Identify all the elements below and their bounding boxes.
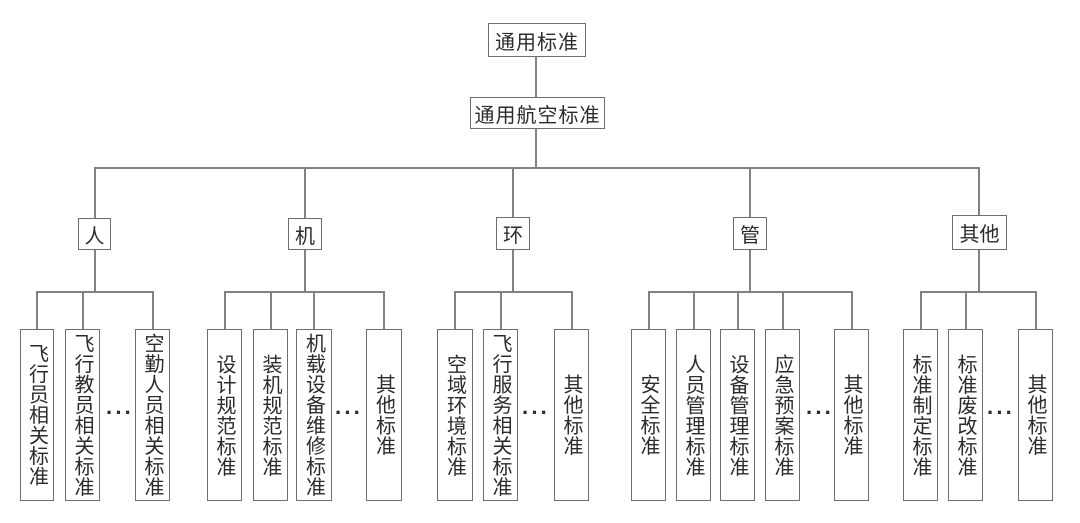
connector-line xyxy=(152,291,154,329)
leaf-label: 机载设备维修标准 xyxy=(302,333,325,497)
connector-line xyxy=(782,291,784,329)
connector-line xyxy=(500,291,502,329)
connector-line xyxy=(749,250,751,292)
connector-line xyxy=(648,291,852,293)
leaf-label: 人员管理标准 xyxy=(682,353,704,477)
leaf-node: 设计规范标准 xyxy=(207,329,242,501)
connector-line xyxy=(512,167,514,217)
leaf-node: 标准制定标准 xyxy=(903,329,938,501)
leaf-label: 其他标准 xyxy=(1024,374,1046,456)
leaf-label: 标准制定标准 xyxy=(909,353,931,477)
category-label: 其他 xyxy=(959,224,1000,246)
leaf-node: 机载设备维修标准 xyxy=(296,329,332,501)
node-category-machine: 机 xyxy=(288,218,322,250)
leaf-label: 安全标准 xyxy=(637,374,659,456)
connector-line xyxy=(512,250,514,292)
connector-line xyxy=(693,291,695,329)
connector-line xyxy=(965,291,967,329)
node-label: 通用航空标准 xyxy=(474,104,601,127)
node-general-aviation-standard: 通用航空标准 xyxy=(470,97,605,129)
leaf-label: 其他标准 xyxy=(372,374,395,456)
leaf-label: 其他标准 xyxy=(560,374,582,456)
leaf-node: 空勤人员相关标准 xyxy=(135,329,170,501)
ellipsis-more: ··· xyxy=(335,400,363,425)
leaf-label: 装机规范标准 xyxy=(259,353,281,477)
connector-line xyxy=(571,291,573,329)
category-label: 环 xyxy=(503,225,523,247)
leaf-node: 标准废改标准 xyxy=(948,329,983,501)
ellipsis-more: ··· xyxy=(806,400,834,425)
category-label: 管 xyxy=(740,225,760,247)
connector-line xyxy=(535,129,537,168)
leaf-label: 设备管理标准 xyxy=(726,353,748,477)
connector-line xyxy=(94,167,96,218)
connector-line xyxy=(920,291,922,329)
connector-line xyxy=(749,167,751,217)
connector-line xyxy=(920,291,1036,293)
leaf-label: 空域环境标准 xyxy=(443,353,466,477)
connector-line xyxy=(978,167,980,215)
leaf-label: 设计规范标准 xyxy=(213,353,235,477)
connector-line xyxy=(304,167,306,218)
leaf-node: 飞行服务相关标准 xyxy=(483,329,518,501)
category-label: 机 xyxy=(295,225,315,248)
connector-line xyxy=(304,250,306,292)
leaf-node: 安全标准 xyxy=(631,329,666,501)
leaf-node: 其他标准 xyxy=(554,329,589,501)
connector-line xyxy=(270,291,272,329)
node-category-other: 其他 xyxy=(952,215,1007,250)
connector-line xyxy=(94,250,96,292)
connector-line xyxy=(82,291,84,329)
connector-line xyxy=(978,250,980,292)
leaf-node: 其他标准 xyxy=(834,329,869,501)
connector-line xyxy=(94,167,980,169)
connector-line xyxy=(851,291,853,329)
node-category-environment: 环 xyxy=(496,217,530,250)
node-label: 通用标准 xyxy=(495,31,579,54)
category-label: 人 xyxy=(84,225,105,248)
node-category-person: 人 xyxy=(78,218,111,250)
connector-line xyxy=(224,291,385,293)
leaf-label: 标准废改标准 xyxy=(954,353,976,477)
connector-line xyxy=(1035,291,1037,329)
leaf-node: 装机规范标准 xyxy=(253,329,288,501)
leaf-label: 飞行服务相关标准 xyxy=(489,333,511,497)
connector-line xyxy=(454,291,456,329)
leaf-label: 其他标准 xyxy=(840,374,862,456)
leaf-node: 飞行员相关标准 xyxy=(20,329,54,501)
connector-line xyxy=(535,57,537,97)
leaf-node: 设备管理标准 xyxy=(720,329,755,501)
ellipsis-more: ··· xyxy=(106,400,134,425)
leaf-node: 其他标准 xyxy=(1018,329,1053,501)
leaf-label: 飞行员相关标准 xyxy=(25,343,48,487)
connector-line xyxy=(454,291,572,293)
leaf-node: 飞行教员相关标准 xyxy=(65,329,100,501)
leaf-label: 空勤人员相关标准 xyxy=(141,333,163,497)
connector-line xyxy=(648,291,650,329)
node-category-management: 管 xyxy=(733,217,767,250)
leaf-node: 人员管理标准 xyxy=(676,329,711,501)
connector-line xyxy=(36,291,38,329)
node-general-standard: 通用标准 xyxy=(488,23,586,57)
connector-line xyxy=(224,291,226,329)
ellipsis-more: ··· xyxy=(987,400,1015,425)
connector-line xyxy=(383,291,385,329)
connector-line xyxy=(313,291,315,329)
ellipsis-more: ··· xyxy=(522,400,550,425)
connector-line xyxy=(36,291,153,293)
leaf-label: 应急预案标准 xyxy=(771,353,793,477)
leaf-label: 飞行教员相关标准 xyxy=(71,333,93,497)
leaf-node: 应急预案标准 xyxy=(765,329,800,501)
leaf-node: 其他标准 xyxy=(366,329,402,501)
leaf-node: 空域环境标准 xyxy=(437,329,473,501)
connector-line xyxy=(737,291,739,329)
